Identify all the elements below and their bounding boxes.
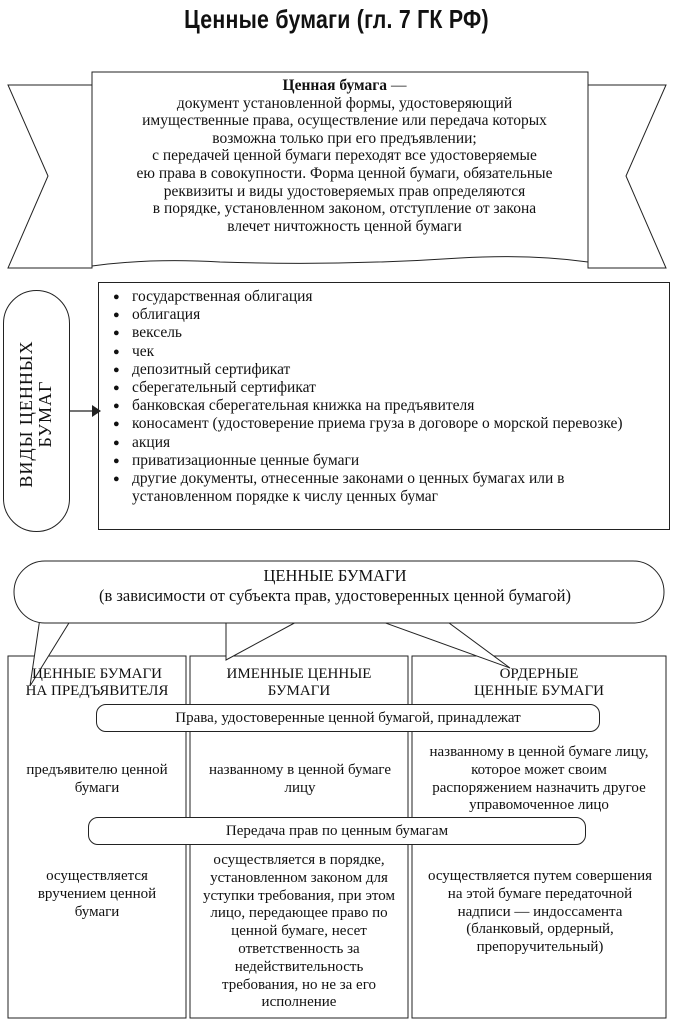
column-head-line: ЦЕННЫЕ БУМАГИ xyxy=(31,666,163,682)
list-item: сберегательный сертификат xyxy=(113,379,669,397)
column-head-order: ОРДЕРНЫЕ ЦЕННЫЕ БУМАГИ xyxy=(414,666,664,700)
types-label-line2: БУМАГ xyxy=(35,380,55,448)
list-item: облигация xyxy=(113,306,669,324)
types-label: ВИДЫ ЦЕННЫХ БУМАГ xyxy=(16,294,55,534)
definition-line: ею права в совокупности. Форма ценной бу… xyxy=(136,164,553,182)
column-head-line: БУМАГИ xyxy=(267,683,331,699)
types-label-pill xyxy=(3,290,70,532)
definition-term: Ценная бумага xyxy=(282,77,388,94)
rights-bearer: предъявителю ценной бумаги xyxy=(26,762,168,796)
list-item: чек xyxy=(113,343,669,361)
definition-line: с передачей ценной бумаги переходят все … xyxy=(152,147,537,165)
column-head-bearer: ЦЕННЫЕ БУМАГИ НА ПРЕДЪЯВИТЕЛЯ xyxy=(10,666,184,700)
definition-banner xyxy=(91,71,589,267)
types-list-box: государственная облигация облигация векс… xyxy=(98,282,670,530)
column-head-line: ЦЕННЫЕ БУМАГИ xyxy=(473,683,605,699)
definition-dash: — xyxy=(387,77,407,94)
column-head-line: ОРДЕРНЫЕ xyxy=(499,666,579,682)
page-title: Ценные бумаги (гл. 7 ГК РФ) xyxy=(184,4,489,34)
list-item: приватизационные ценные бумаги xyxy=(113,452,669,470)
list-item: вексель xyxy=(113,324,669,342)
callout-middle xyxy=(225,619,301,661)
definition-line: реквизиты и виды удостоверяемых прав опр… xyxy=(163,182,526,200)
column-head-line: НА ПРЕДЪЯВИТЕЛЯ xyxy=(25,683,169,699)
transfer-bearer: осуществляется вручением ценной бумаги xyxy=(37,868,157,920)
definition-line: влечет ничтожность ценной бумаги xyxy=(227,217,462,235)
definition-line: документ установленной формы, удостоверя… xyxy=(176,94,513,112)
rights-bar: Права, удостоверенные ценной бумагой, пр… xyxy=(96,704,600,732)
transfer-order: осуществляется путем совершения на этой … xyxy=(427,868,653,956)
types-list: государственная облигация облигация векс… xyxy=(99,283,669,506)
rights-order: названному в ценной бумаге лицу, которое… xyxy=(429,744,649,814)
definition-line: в порядке, установленном законом, отступ… xyxy=(152,200,537,218)
definition-line: возможна только при его предъявлении; xyxy=(212,129,477,147)
list-item: депозитный сертификат xyxy=(113,361,669,379)
rights-registered: названному в ценной бумаге лицу xyxy=(208,762,392,796)
definition-text: Ценная бумага — документ установленной ф… xyxy=(96,77,593,264)
list-item: коносамент (удостоверение приема груза в… xyxy=(113,415,669,433)
list-item: другие документы, отнесенные законами о … xyxy=(113,470,669,506)
types-arrow-head xyxy=(92,405,101,417)
classification-ellipse xyxy=(13,560,665,624)
transfer-bar: Передача прав по ценным бумагам xyxy=(88,817,586,845)
list-item: банковская сберегательная книжка на пред… xyxy=(113,397,669,415)
ribbon-right-tail xyxy=(587,84,667,269)
classification-title: ЦЕННЫЕ БУМАГИ xyxy=(263,566,407,585)
list-item: государственная облигация xyxy=(113,288,669,306)
column-head-registered: ИМЕННЫЕ ЦЕННЫЕ БУМАГИ xyxy=(192,666,406,700)
types-label-line1: ВИДЫ ЦЕННЫХ xyxy=(16,340,36,488)
transfer-registered: осуществляется в порядке, установленном … xyxy=(203,852,395,1011)
list-item: акция xyxy=(113,434,669,452)
definition-line: имущественные права, осуществление или п… xyxy=(142,112,547,130)
column-head-line: ИМЕННЫЕ ЦЕННЫЕ xyxy=(226,666,372,682)
classification-subtitle: (в зависимости от субъекта прав, удостов… xyxy=(98,586,571,605)
ribbon-left-tail xyxy=(7,84,93,269)
classification-heading: ЦЕННЫЕ БУМАГИ (в зависимости от субъекта… xyxy=(30,566,640,606)
